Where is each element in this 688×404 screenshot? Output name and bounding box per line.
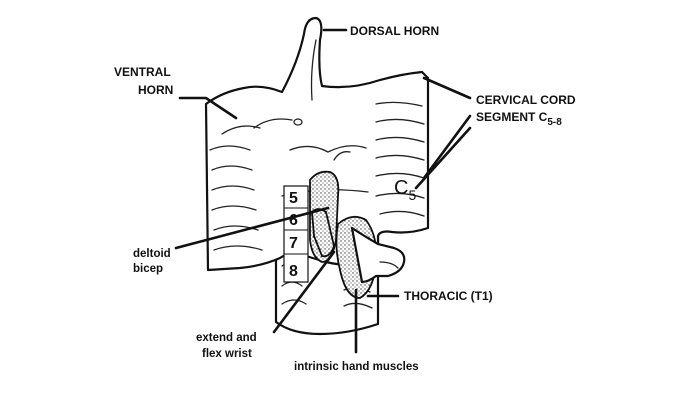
segment-number-box: 5 6 7 8 bbox=[283, 185, 309, 283]
wrist-column bbox=[311, 208, 335, 258]
cervical-cord-block bbox=[204, 16, 430, 272]
label-thoracic: THORACIC (T1) bbox=[404, 289, 493, 303]
label-cervical-cord-2: SEGMENT C5-8 bbox=[476, 110, 562, 128]
segment-8: 8 bbox=[289, 263, 298, 280]
cervical-leader-bottom bbox=[422, 114, 472, 180]
segment-5: 5 bbox=[289, 190, 298, 207]
label-c5: C5 bbox=[394, 177, 416, 203]
label-ventral-horn-2: HORN bbox=[138, 83, 173, 97]
label-extend-1: extend and bbox=[196, 332, 257, 344]
label-extend-2: flex wrist bbox=[202, 348, 252, 360]
segment-7: 7 bbox=[289, 235, 298, 252]
wrist-leader bbox=[272, 250, 336, 334]
hand-structure bbox=[350, 226, 406, 284]
label-bicep: bicep bbox=[133, 263, 163, 275]
label-cervical-cord-1: CERVICAL CORD bbox=[476, 93, 576, 107]
label-deltoid: deltoid bbox=[133, 248, 171, 260]
cervical-leader-top bbox=[422, 76, 472, 100]
label-dorsal-horn: DORSAL HORN bbox=[350, 24, 439, 38]
ventral-horn-leader bbox=[178, 96, 238, 120]
c5-leader bbox=[414, 126, 472, 190]
label-ventral-horn-1: VENTRAL bbox=[114, 65, 171, 79]
leader-lines bbox=[174, 28, 472, 354]
deltoid-leader bbox=[174, 206, 330, 250]
label-intrinsic: intrinsic hand muscles bbox=[294, 361, 419, 373]
segment-6: 6 bbox=[289, 212, 298, 229]
